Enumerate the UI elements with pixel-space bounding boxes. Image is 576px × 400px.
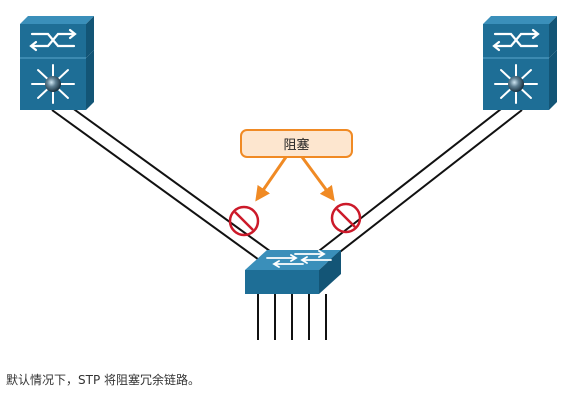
- right-multilayer-switch: [483, 16, 557, 110]
- switching-arrows-icon: [492, 28, 540, 52]
- right-switch-top-side: [549, 16, 557, 58]
- bottom-switch-side: [319, 250, 341, 294]
- left-switch-top-side: [86, 16, 94, 58]
- left-switch-bottom-side: [86, 50, 94, 110]
- diagram-caption: 默认情况下，STP 将阻塞冗余链路。: [6, 373, 200, 387]
- blocked-callout-box: [240, 129, 353, 158]
- right-no-entry-icon: [330, 202, 362, 234]
- left-link-b: [63, 101, 275, 255]
- right-link-a: [314, 101, 511, 255]
- callout-arrow-right: [300, 156, 335, 202]
- switching-arrows-icon: [29, 28, 77, 52]
- left-switch-top-face: [20, 16, 94, 24]
- bottom-switch-front: [245, 270, 319, 294]
- right-link-b: [326, 109, 523, 263]
- blocked-callout-label: 阻塞: [283, 137, 309, 153]
- router-orb-icon: [45, 76, 61, 92]
- right-redundant-links: [314, 101, 523, 263]
- right-switch-bottom-side: [549, 50, 557, 110]
- left-multilayer-switch: [20, 16, 94, 110]
- blocked-callout: 阻塞: [240, 129, 353, 158]
- access-port-lines: [257, 294, 327, 340]
- callout-arrow-left: [255, 156, 288, 202]
- callout-arrows: [255, 156, 335, 202]
- switching-arrows-icon: [266, 250, 332, 268]
- left-redundant-links: [51, 101, 275, 263]
- router-orb-icon: [508, 76, 524, 92]
- left-no-entry-icon: [228, 205, 260, 237]
- right-switch-top-face: [483, 16, 557, 24]
- left-link-a: [51, 109, 263, 263]
- bottom-workgroup-switch: [245, 250, 341, 294]
